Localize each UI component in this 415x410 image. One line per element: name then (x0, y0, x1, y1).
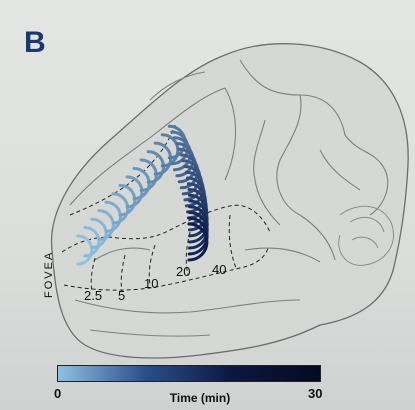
ecc-label-20: 20 (176, 264, 190, 279)
ecc-label-2-5: 2.5 (84, 288, 102, 303)
brain-outline (52, 44, 409, 358)
colorbar-max-label: 30 (308, 386, 322, 401)
ecc-label-10: 10 (144, 276, 158, 291)
panel-letter: B (24, 26, 46, 60)
colorbar-min-label: 0 (54, 386, 61, 401)
fovea-label: FOVEA (43, 251, 55, 298)
time-colorbar (57, 365, 321, 382)
colorbar-title: Time (min) (150, 391, 250, 405)
ecc-label-5: 5 (118, 288, 125, 303)
ecc-label-40: 40 (212, 262, 226, 277)
